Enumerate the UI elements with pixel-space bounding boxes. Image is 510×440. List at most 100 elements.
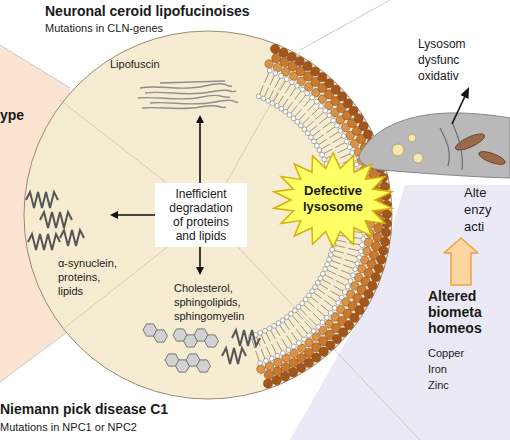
lipid-molecules bbox=[143, 324, 219, 372]
lipid-head bbox=[320, 271, 325, 276]
membrane-bead bbox=[382, 228, 391, 237]
lipid-head bbox=[361, 237, 366, 242]
lipid-tail bbox=[260, 85, 264, 94]
membrane-bead bbox=[272, 376, 281, 385]
lipid-tail bbox=[337, 240, 347, 242]
lipofuscin-strand bbox=[140, 84, 232, 89]
lipid-head bbox=[322, 157, 327, 162]
lipid-head bbox=[316, 325, 321, 330]
lipid-tail bbox=[349, 243, 360, 245]
membrane-bead bbox=[363, 130, 372, 139]
process-box: Inefficient degradation of proteins and … bbox=[155, 183, 247, 247]
lipid-tail bbox=[343, 265, 353, 269]
lipid-tail bbox=[307, 301, 315, 308]
panel-note: Lysosom dysfunc oxidativ bbox=[418, 36, 498, 84]
lipid-tail bbox=[331, 260, 340, 264]
lipid-head bbox=[319, 104, 324, 109]
lipid-tail bbox=[299, 113, 306, 120]
lipid-tail bbox=[301, 325, 308, 333]
lipid-tail bbox=[322, 279, 331, 284]
lipid-tail bbox=[282, 339, 288, 348]
node-title: Cholesterol, sphingolipids, sphingomyeli… bbox=[174, 281, 260, 323]
lipid-head bbox=[264, 359, 269, 364]
lipid-head bbox=[280, 318, 285, 323]
lipid-head bbox=[312, 139, 317, 144]
membrane-bead bbox=[295, 57, 304, 66]
lipid-head bbox=[342, 290, 347, 295]
lipid-tail bbox=[264, 88, 268, 97]
lipid-head bbox=[302, 337, 307, 342]
membrane-bead bbox=[257, 365, 265, 373]
node-title: Lipofuscin bbox=[110, 57, 230, 71]
arrow-head bbox=[461, 87, 470, 99]
connector bbox=[196, 115, 204, 183]
cell-lysosome bbox=[408, 134, 416, 142]
connector bbox=[196, 247, 204, 275]
lipid-head bbox=[295, 83, 300, 88]
lipid-head bbox=[291, 344, 296, 349]
lipid-head bbox=[279, 106, 284, 111]
lipid-head bbox=[311, 329, 316, 334]
cell-filament bbox=[440, 128, 449, 166]
lipid-head bbox=[314, 99, 319, 104]
lipid-head bbox=[323, 108, 328, 113]
lipid-tail bbox=[309, 126, 317, 132]
lipid-tail bbox=[309, 318, 317, 326]
lipid-head bbox=[275, 104, 280, 109]
lipid-tail bbox=[280, 81, 286, 91]
lipid-tail bbox=[321, 144, 330, 149]
lipid-tail bbox=[317, 288, 325, 294]
lipid-head bbox=[275, 353, 280, 358]
lipid-head bbox=[303, 297, 308, 302]
lipid-tail bbox=[266, 347, 271, 357]
cell-drawing bbox=[359, 113, 510, 178]
lipid-head bbox=[338, 128, 343, 133]
lipid-tail bbox=[287, 102, 293, 110]
membrane-bead bbox=[280, 372, 289, 381]
lipofuscin-drawing bbox=[138, 81, 238, 109]
membrane-bead bbox=[287, 52, 296, 61]
lipid-tail bbox=[314, 293, 322, 299]
lipid-head bbox=[267, 68, 272, 73]
membrane-bead bbox=[354, 114, 363, 123]
enzyme-group: Alte enzy acti bbox=[440, 182, 510, 238]
lipid-head bbox=[261, 96, 266, 101]
protein-group: α-synuclein, proteins, lipids bbox=[20, 180, 110, 302]
node-title: Alte enzy acti bbox=[464, 184, 510, 235]
protein-coil bbox=[60, 230, 84, 246]
lipofuscin-strand bbox=[160, 81, 225, 83]
block-arrow bbox=[444, 238, 478, 285]
sterol-ring bbox=[154, 330, 168, 342]
lipid-head bbox=[270, 101, 275, 106]
lipid-head bbox=[313, 285, 318, 290]
lipid-tail bbox=[319, 117, 328, 124]
lipid-tail bbox=[302, 117, 309, 124]
lipid-head bbox=[295, 119, 300, 124]
lipid-tail bbox=[330, 132, 339, 138]
lipofuscin-strand bbox=[150, 100, 238, 104]
lipid-head bbox=[331, 118, 336, 123]
arrow-shaft bbox=[452, 94, 466, 124]
membrane-bead bbox=[264, 370, 273, 379]
lipid-head bbox=[314, 143, 319, 148]
starburst-outline bbox=[274, 153, 392, 247]
node-title: Inefficient degradation of proteins and … bbox=[163, 187, 239, 243]
lipid-head bbox=[323, 267, 328, 272]
lipid-head bbox=[291, 116, 296, 121]
protein-coil bbox=[26, 192, 58, 208]
sterol-ring bbox=[197, 360, 211, 372]
lipid-head bbox=[281, 351, 286, 356]
connector bbox=[110, 211, 155, 219]
lipid-tail bbox=[341, 270, 351, 274]
lipid-head bbox=[289, 312, 294, 317]
membrane-bead bbox=[371, 273, 380, 282]
arrow-head bbox=[196, 267, 204, 275]
lipid-head bbox=[310, 95, 315, 100]
lipid-head bbox=[344, 139, 349, 144]
lipid-tail bbox=[305, 322, 312, 330]
node-title: Altered biometa homeos bbox=[428, 288, 510, 336]
panel-heading: Niemann pick disease C1 bbox=[0, 401, 260, 418]
panel-subtitle: Mutations in CLN-genes bbox=[45, 21, 265, 35]
lipid-tail bbox=[299, 95, 306, 104]
